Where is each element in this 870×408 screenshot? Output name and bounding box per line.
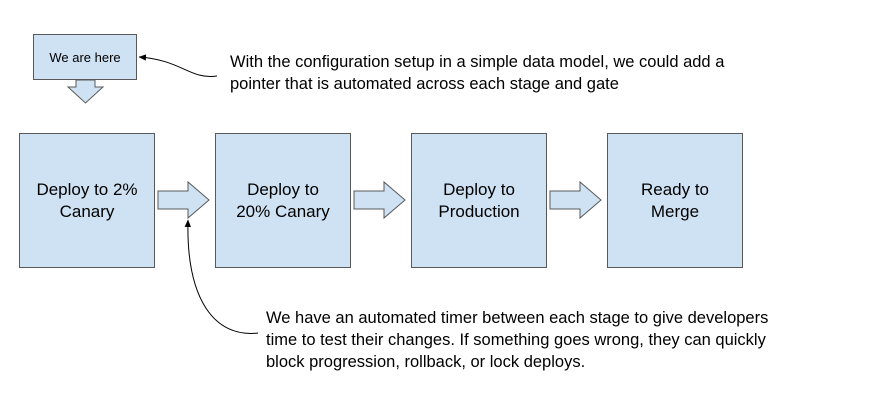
bottom-note-connector bbox=[184, 219, 259, 334]
stage-arrow-2 bbox=[353, 180, 406, 220]
top-annotation-line: pointer that is automated across each st… bbox=[230, 75, 619, 93]
bottom-annotation-line: block progression, rollback, or lock dep… bbox=[266, 353, 586, 371]
stage-deploy-2-percent-canary: Deploy to 2% Canary bbox=[19, 133, 155, 268]
down-block-arrow bbox=[66, 79, 105, 104]
stage-arrow-1 bbox=[157, 180, 210, 220]
stage-ready-to-merge: Ready to Merge bbox=[607, 133, 743, 268]
bottom-annotation-line: time to test their changes. If something… bbox=[266, 331, 766, 349]
stage-arrow-3 bbox=[549, 180, 602, 220]
stage-deploy-20-percent-canary: Deploy to 20% Canary bbox=[215, 133, 351, 268]
bottom-annotation: We have an automated timer between each … bbox=[266, 307, 768, 373]
current-position-marker: We are here bbox=[33, 34, 137, 80]
top-note-connector bbox=[138, 54, 218, 78]
top-annotation-line: With the configuration setup in a simple… bbox=[230, 53, 725, 71]
bottom-annotation-line: We have an automated timer between each … bbox=[266, 309, 769, 327]
top-annotation: With the configuration setup in a simple… bbox=[230, 51, 724, 95]
stage-deploy-to-production: Deploy to Production bbox=[411, 133, 547, 268]
